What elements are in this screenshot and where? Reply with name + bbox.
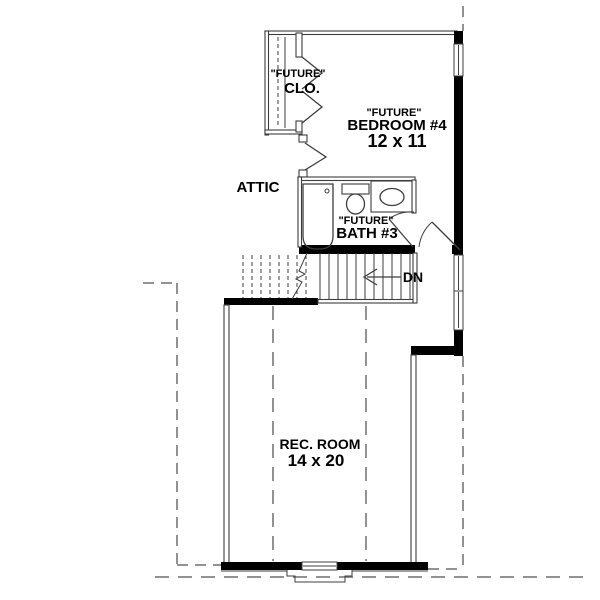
rec-room-window-bay-bumpout (286, 570, 353, 583)
attic-label: ATTIC (236, 179, 279, 196)
bedroom-entry-jamb-top (298, 134, 308, 143)
bath-door-swing-arc (388, 211, 415, 220)
attic-boundary-right-dashed-line (428, 356, 464, 570)
rec-room-bottom-wall-right (337, 562, 428, 570)
bath-name-label: BATH #3 (336, 225, 397, 242)
stair-bottom-edge-line (317, 298, 416, 304)
bathtub (302, 183, 334, 250)
bath-bottom-wall (299, 245, 415, 254)
bedroom-dimensions-label: 12 x 11 (367, 131, 426, 151)
closet-door-jamb-bottom (295, 120, 303, 133)
toilet-tank (341, 183, 370, 195)
stair-break-line (291, 252, 308, 300)
bathtub-faucet (324, 188, 330, 194)
dn-arrow-head (362, 268, 378, 286)
stairs: DN (242, 252, 423, 304)
walls (221, 30, 463, 572)
bedroom-name-label: BEDROOM #4 (347, 117, 447, 134)
rec-room-right-wall (410, 354, 417, 564)
bedroom: "FUTURE" BEDROOM #4 12 x 11 (298, 107, 461, 251)
right-wall-main-segment (454, 76, 463, 255)
landing-bottom-wall (411, 346, 463, 355)
bath-door-leaf (388, 218, 414, 248)
rec-room-name-label: REC. ROOM (280, 436, 361, 452)
windows (286, 43, 464, 583)
right-wall-top-segment (454, 31, 463, 44)
rec-room-left-wall (223, 304, 230, 564)
rec-room-dimensions-label: 14 x 20 (288, 451, 345, 470)
bedroom-door-leaf (431, 221, 461, 251)
bedroom-entry-door (304, 142, 328, 171)
bedroom-future-label: "FUTURE" (366, 107, 421, 119)
closet-future-label: "FUTURE" (270, 68, 325, 80)
stair-treads (319, 253, 411, 299)
door-jamb-wall-segment (452, 245, 463, 254)
stair-bottom-wall (224, 298, 318, 305)
closet-bifold-doors (301, 56, 324, 124)
bath-future-label: "FUTURE" (338, 215, 393, 227)
attic-boundary-left-dashed-line (143, 282, 221, 566)
rec-room: REC. ROOM 14 x 20 (272, 306, 367, 561)
bath: "FUTURE" BATH #3 (297, 176, 417, 250)
roof-outline (143, 6, 585, 578)
stair-treads-dashed-beyond-break (242, 255, 307, 298)
top-exterior-wall (264, 30, 458, 36)
bedroom-door-swing-arc (418, 221, 433, 248)
closet-door-jamb-top (295, 32, 303, 58)
closet-left-wall (264, 30, 270, 136)
right-wall-lower-segment (454, 330, 463, 356)
toilet-bowl (345, 193, 366, 215)
vanity-sink (379, 187, 405, 207)
dn-arrow (362, 268, 401, 286)
bath-left-wall (297, 176, 303, 248)
closet-name-label: CLO. (284, 80, 320, 97)
stair-right-stringer (412, 252, 418, 304)
stair-direction-label: DN (403, 269, 423, 285)
bedroom-entry-jamb-bottom (298, 169, 308, 178)
closet: "FUTURE" CLO. (264, 30, 326, 136)
bath-right-wall (411, 179, 417, 214)
rec-room-bottom-wall-left (221, 562, 302, 570)
vanity-counter (370, 180, 413, 213)
bath-top-wall (297, 176, 416, 182)
